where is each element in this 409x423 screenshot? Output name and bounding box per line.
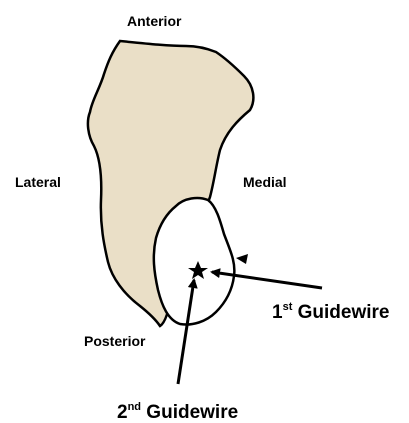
first-guidewire-suffix: st [283,301,293,313]
second-guidewire-ordinal: 2 [117,402,128,423]
medial-label: Medial [243,175,287,189]
guidewire-region [154,198,235,325]
second-guidewire-label: 2nd Guidewire [117,403,238,422]
anterior-label: Anterior [127,14,181,28]
second-guidewire-text: Guidewire [141,402,238,423]
first-guidewire-text: Guidewire [292,302,389,323]
first-guidewire-label: 1st Guidewire [272,303,390,322]
second-guidewire-suffix: nd [128,401,141,413]
first-guidewire-ordinal: 1 [272,302,283,323]
posterior-label: Posterior [84,334,145,348]
lateral-label: Lateral [15,175,61,189]
arrowhead-icon [236,254,248,264]
